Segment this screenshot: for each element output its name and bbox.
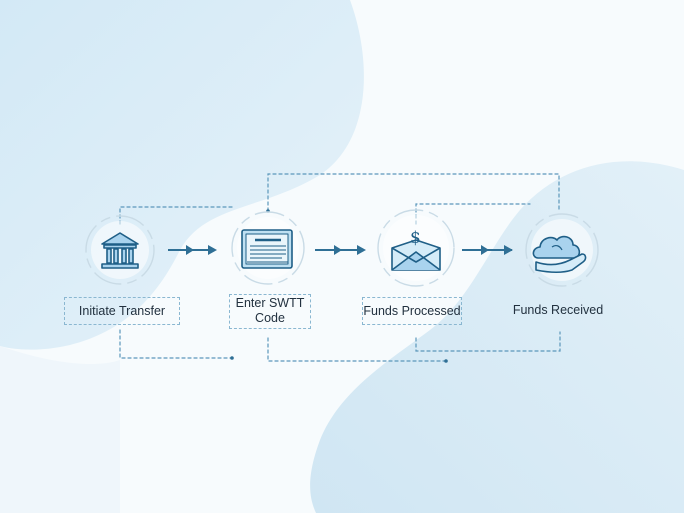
ring-processed — [377, 209, 455, 287]
step-label-swift: Enter SWTT Code — [229, 294, 311, 329]
connector-top-left — [119, 206, 233, 225]
connector-bottom-mid — [267, 337, 447, 362]
step-label-initiate: Initiate Transfer — [64, 297, 180, 325]
step-label-swift-line2: Code — [255, 311, 285, 325]
bank-icon — [101, 232, 139, 269]
ring-received — [525, 213, 599, 287]
step-label-received-text: Funds Received — [512, 303, 604, 317]
arrow-2 — [315, 245, 366, 255]
ring-initiate — [85, 215, 155, 285]
step-label-initiate-text: Initiate Transfer — [78, 304, 166, 318]
connector-top-outer — [267, 173, 560, 212]
arrow-1 — [168, 245, 217, 255]
arrow-3 — [462, 245, 513, 255]
ring-swift — [231, 211, 305, 285]
cloud-hand-icon — [532, 235, 587, 274]
envelope-dollar-icon: $ — [391, 228, 441, 271]
step-label-processed-text: Funds Processed — [363, 304, 461, 318]
envelope-dollar-sign: $ — [410, 228, 421, 248]
connector-bottom-right — [415, 331, 561, 352]
document-icon — [241, 229, 293, 269]
step-label-received: Funds Received — [506, 297, 610, 323]
step-label-processed: Funds Processed — [362, 297, 462, 325]
connector-bottom-left — [119, 329, 233, 359]
background-blob-top-left — [0, 0, 364, 350]
step-label-swift-line1: Enter SWTT — [235, 296, 305, 310]
